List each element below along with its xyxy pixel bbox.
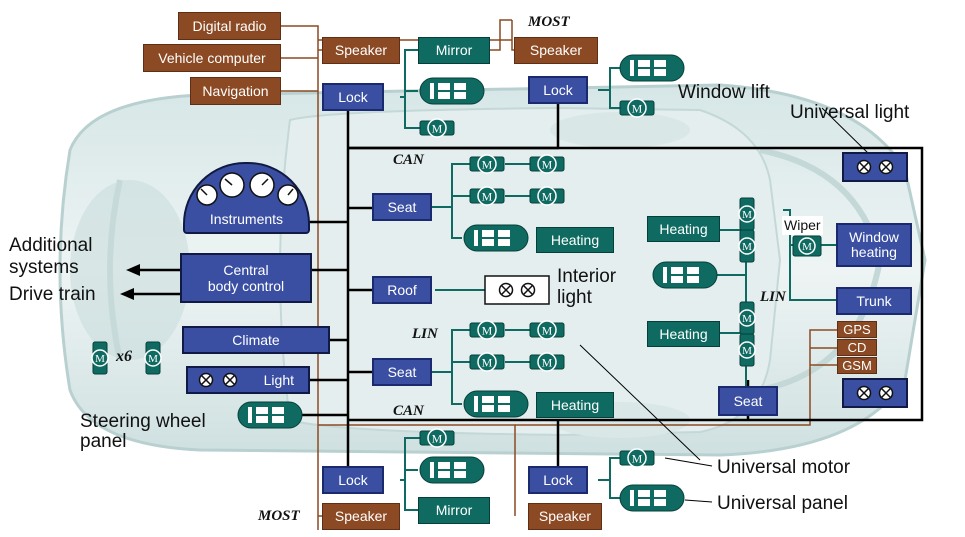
heating-box-right-lower: Heating xyxy=(647,321,720,347)
window-lift-label: Window lift xyxy=(678,82,770,103)
universal-panel-label: Universal panel xyxy=(717,493,848,514)
vehicle-computer-label: Vehicle computer xyxy=(158,49,266,66)
speaker-label: Speaker xyxy=(529,42,583,58)
climate-label: Climate xyxy=(232,331,280,348)
most-bus-label-top: MOST xyxy=(528,14,570,30)
interior-light-label: Interior light xyxy=(557,266,617,308)
navigation-label: Navigation xyxy=(202,82,269,99)
additional-systems-label: Additional systems xyxy=(9,235,93,278)
heating-box-rear-seat: Heating xyxy=(536,392,614,418)
digital-radio-label: Digital radio xyxy=(192,17,267,34)
lin-bus-label-middle: LIN xyxy=(412,326,438,342)
seat-label: Seat xyxy=(387,198,417,215)
instruments-label: Instruments xyxy=(209,211,284,227)
speaker-box-front-left: Speaker xyxy=(322,37,400,64)
seat-label: Seat xyxy=(387,363,417,380)
cd-box: CD xyxy=(837,339,877,356)
heating-label: Heating xyxy=(550,396,600,413)
roof-box: Roof xyxy=(372,276,432,304)
drive-train-label: Drive train xyxy=(9,284,96,305)
universal-motor-label: Universal motor xyxy=(717,457,851,478)
navigation-box: Navigation xyxy=(190,77,281,105)
x6-label: x6 xyxy=(116,348,132,365)
central-body-control-box: Central body control xyxy=(180,253,312,303)
speaker-box-rear-right: Speaker xyxy=(528,503,602,530)
digital-radio-box: Digital radio xyxy=(178,12,281,40)
lock-label: Lock xyxy=(338,88,368,105)
heating-box-right-upper: Heating xyxy=(647,216,720,242)
lock-label: Lock xyxy=(338,471,368,488)
lock-label: Lock xyxy=(543,471,573,488)
mirror-box-rear-left: Mirror xyxy=(418,497,490,524)
speaker-box-front-right: Speaker xyxy=(514,37,598,64)
mirror-label: Mirror xyxy=(435,502,473,518)
arrow-head-additional xyxy=(126,264,140,276)
lock-label: Lock xyxy=(543,81,573,98)
seat-box-right: Seat xyxy=(718,386,778,416)
gps-label: GPS xyxy=(843,322,871,337)
central-body-control-label: Central body control xyxy=(207,262,285,294)
heating-box-front-seat: Heating xyxy=(536,227,614,253)
vehicle-computer-box: Vehicle computer xyxy=(143,44,281,72)
trunk-label: Trunk xyxy=(856,292,892,309)
mirror-box-front-left: Mirror xyxy=(418,37,490,64)
most-bus-label-bottom: MOST xyxy=(258,508,300,524)
light-box: Light xyxy=(186,366,310,394)
roof-label: Roof xyxy=(387,281,417,298)
climate-box: Climate xyxy=(182,326,330,354)
can-bus-label-top: CAN xyxy=(393,152,424,168)
heating-label: Heating xyxy=(659,220,708,237)
gsm-label: GSM xyxy=(842,358,872,373)
lock-box-front-right: Lock xyxy=(528,76,588,104)
speaker-label: Speaker xyxy=(334,42,388,58)
heating-label: Heating xyxy=(550,231,600,248)
lin-bus-label-right: LIN xyxy=(760,289,786,305)
light-label: Light xyxy=(263,371,294,388)
wiper-label: Wiper xyxy=(782,216,823,235)
callout-lines xyxy=(579,107,871,503)
lock-box-front-left: Lock xyxy=(322,83,384,111)
gps-box: GPS xyxy=(837,321,877,338)
seat-label: Seat xyxy=(733,392,763,409)
speaker-box-rear-left: Speaker xyxy=(322,503,400,530)
speaker-label: Speaker xyxy=(334,508,388,524)
lock-box-rear-right: Lock xyxy=(528,466,588,494)
can-bus-label-bottom: CAN xyxy=(393,403,424,419)
mirror-label: Mirror xyxy=(435,42,473,58)
heating-label: Heating xyxy=(659,325,708,342)
seat-box-front-left: Seat xyxy=(372,193,432,221)
gsm-box: GSM xyxy=(837,357,877,374)
universal-light-label: Universal light xyxy=(790,102,910,123)
window-heating-label: Window heating xyxy=(849,229,899,260)
window-heating-box: Window heating xyxy=(836,223,912,267)
lock-box-rear-left: Lock xyxy=(322,466,384,494)
trunk-box: Trunk xyxy=(836,287,912,315)
speaker-label: Speaker xyxy=(538,508,592,524)
cd-label: CD xyxy=(847,340,867,355)
seat-box-rear-left: Seat xyxy=(372,358,432,386)
steering-wheel-panel-label: Steering wheel panel xyxy=(80,411,206,452)
